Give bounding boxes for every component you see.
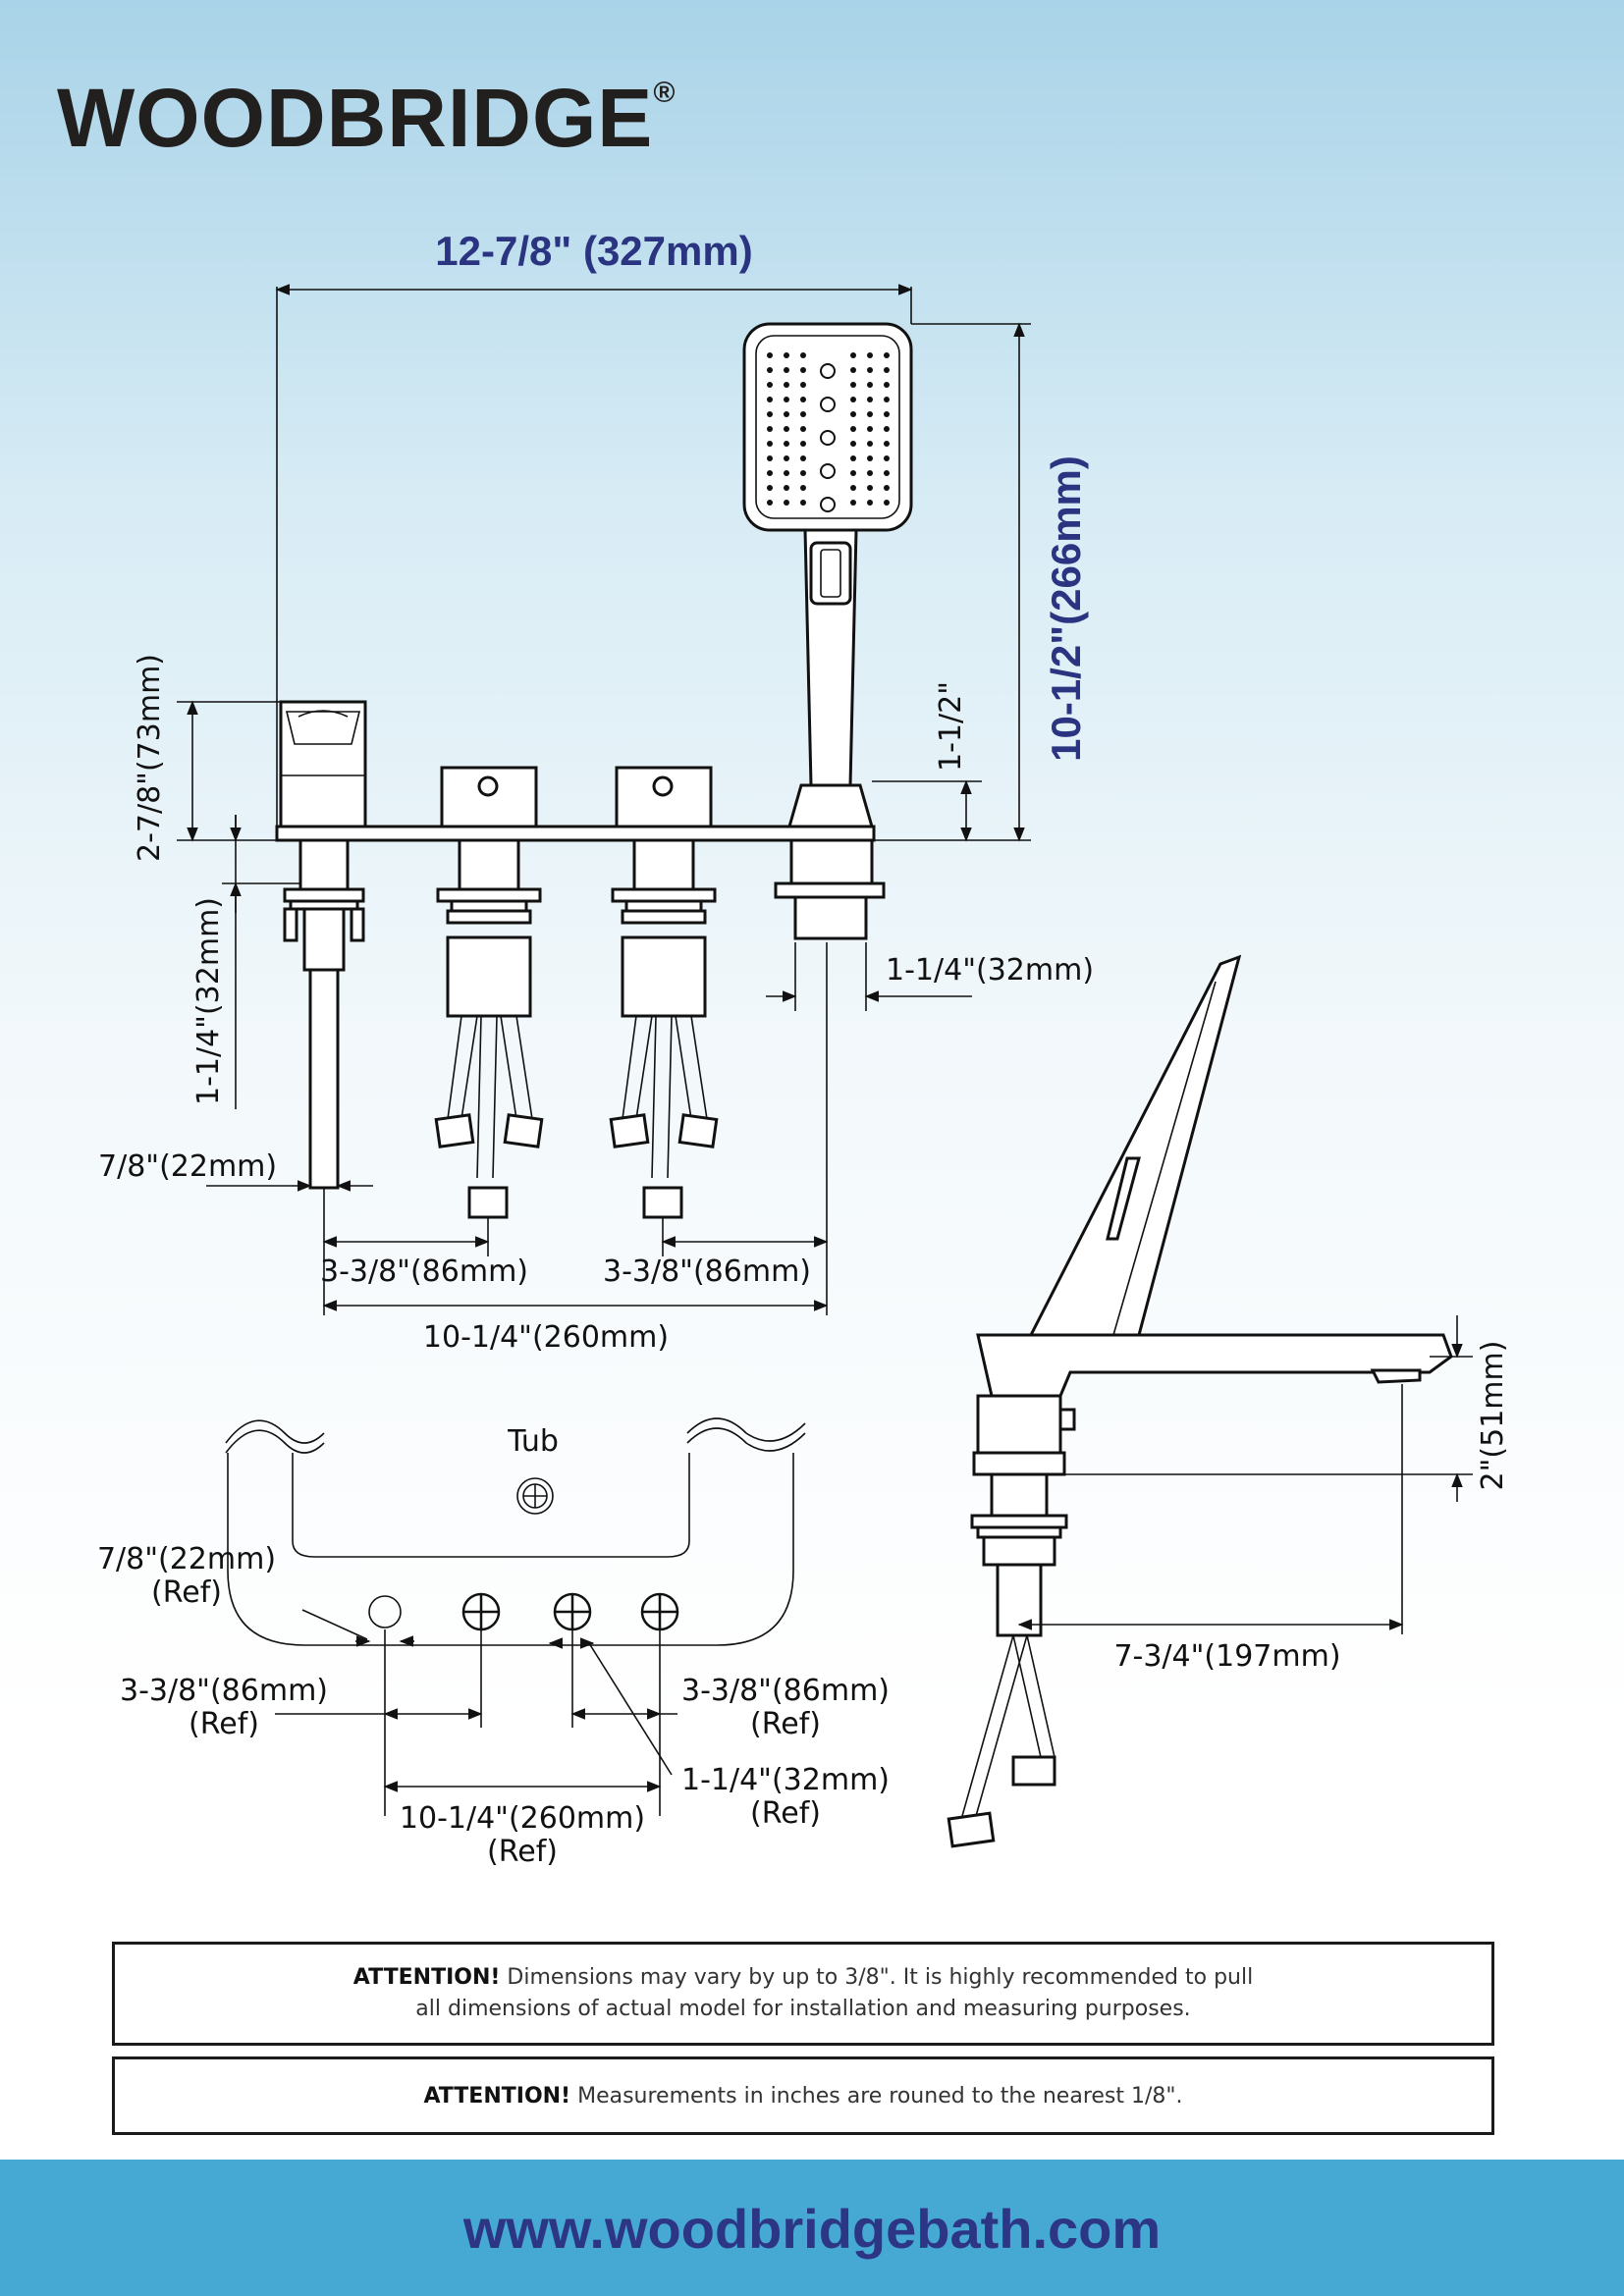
tub-spread-ref: (Ref) bbox=[487, 1835, 558, 1869]
registered-mark: ® bbox=[653, 77, 677, 109]
handle-offset-label: 1-1/2" bbox=[934, 681, 968, 772]
spacing-right-label: 3-3/8"(86mm) bbox=[603, 1255, 811, 1289]
tub-spread-label: 10-1/4"(260mm) bbox=[400, 1801, 645, 1836]
tub-hole-dia-label: 7/8"(22mm) bbox=[97, 1542, 276, 1576]
side-view: 2"(51mm) 7-3/4"(197mm) bbox=[947, 954, 1510, 1848]
attention-notice-1: ATTENTION! Dimensions may vary by up to … bbox=[112, 1942, 1494, 2046]
tub-shank-label: 1-1/4"(32mm) bbox=[681, 1763, 890, 1797]
brand-name: WOODBRIDGE bbox=[57, 72, 654, 164]
spout-front bbox=[279, 700, 367, 1190]
front-view: 12-7/8" (327mm) 10-1/2"(266mm) 1-1/2" 2-… bbox=[98, 228, 1094, 1355]
website-link[interactable]: www.woodbridgebath.com bbox=[462, 2198, 1162, 2260]
attention-text-1b: all dimensions of actual model for insta… bbox=[415, 1997, 1191, 2021]
total-spread-label: 10-1/4"(260mm) bbox=[423, 1320, 669, 1355]
valve-handle-right bbox=[609, 766, 719, 1219]
overall-width-label: 12-7/8" (327mm) bbox=[435, 228, 752, 274]
brand-logo: WOODBRIDGE® bbox=[57, 77, 676, 159]
tub-diagram: Tub 7/8"(22mm) (Ref) 3-3/8"(86mm) (Ref) bbox=[97, 1417, 890, 1869]
hand-shower-side bbox=[1028, 954, 1242, 1337]
tub-shank-ref: (Ref) bbox=[750, 1796, 821, 1831]
footer-bar: www.woodbridgebath.com bbox=[0, 2160, 1624, 2296]
tub-spacing-right-ref: (Ref) bbox=[750, 1707, 821, 1741]
tub-label: Tub bbox=[507, 1424, 559, 1459]
attention-text-1a: Dimensions may vary by up to 3/8". It is… bbox=[507, 1965, 1254, 1990]
tub-drain-icon bbox=[516, 1477, 554, 1515]
shank-height-label: 1-1/4"(32mm) bbox=[191, 897, 226, 1105]
mounting-holes bbox=[368, 1592, 679, 1631]
hand-shower-front bbox=[742, 322, 913, 940]
pipe-diameter-label: 7/8"(22mm) bbox=[98, 1149, 277, 1184]
deck-plate bbox=[275, 825, 876, 842]
spout-height-label: 2"(51mm) bbox=[1476, 1341, 1510, 1491]
shank-diameter-label: 1-1/4"(32mm) bbox=[886, 953, 1094, 988]
tub-spacing-right-label: 3-3/8"(86mm) bbox=[681, 1674, 890, 1708]
tub-hole-dia-ref: (Ref) bbox=[151, 1575, 222, 1610]
spray-nozzles bbox=[767, 352, 890, 512]
spout-side bbox=[976, 1333, 1453, 1398]
valve-handle-left bbox=[434, 766, 544, 1219]
spacing-left-label: 3-3/8"(86mm) bbox=[320, 1255, 528, 1289]
deck-height-label: 2-7/8"(73mm) bbox=[133, 654, 167, 862]
tub-spacing-left-ref: (Ref) bbox=[189, 1707, 259, 1741]
attention-text-2: Measurements in inches are rouned to the… bbox=[577, 2084, 1183, 2109]
attention-label-1: ATTENTION! bbox=[352, 1965, 501, 1990]
tub-spacing-left-label: 3-3/8"(86mm) bbox=[120, 1674, 328, 1708]
overall-height-label: 10-1/2"(266mm) bbox=[1043, 455, 1089, 762]
spout-reach-label: 7-3/4"(197mm) bbox=[1113, 1639, 1340, 1674]
technical-drawing: 12-7/8" (327mm) 10-1/2"(266mm) 1-1/2" 2-… bbox=[97, 228, 1510, 1869]
attention-notice-2: ATTENTION! Measurements in inches are ro… bbox=[112, 2056, 1494, 2135]
attention-label-2: ATTENTION! bbox=[423, 2084, 571, 2109]
